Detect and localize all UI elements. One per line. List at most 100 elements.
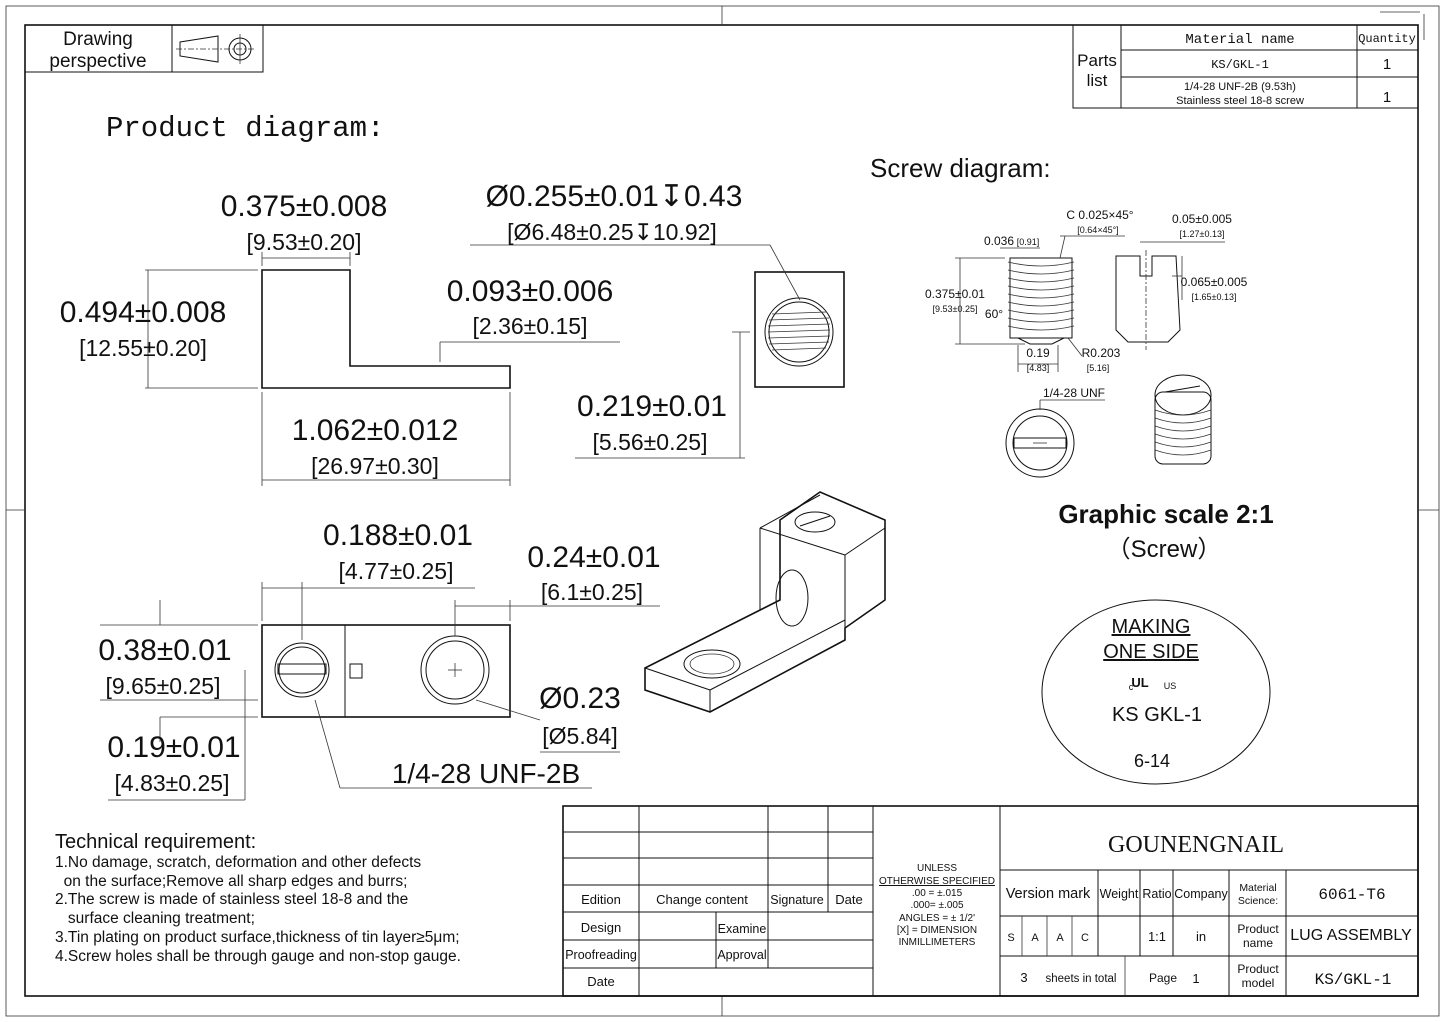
screw-dim-radius-mm: [5.16] <box>1087 363 1110 373</box>
ul-logo-icon: UL <box>1131 675 1148 690</box>
part-2-name-line2: Stainless steel 18-8 screw <box>1176 95 1304 107</box>
screw-dim-point-mm: [4.83] <box>1027 363 1050 373</box>
version-letter-3: A <box>1056 932 1064 944</box>
screw-dim-tip-mm: [0.91] <box>1017 237 1040 247</box>
tb-weight: Weight <box>1100 887 1139 901</box>
screw-side-view <box>955 235 1125 372</box>
parts-list-label-1: Parts <box>1077 51 1117 70</box>
lug-top-view <box>100 582 660 801</box>
tol-line-2: OTHERWISE SPECIFIED <box>879 876 995 887</box>
projection-symbol-icon <box>176 34 256 64</box>
tol-line-5: ANGLES = ± 1/2' <box>899 913 975 924</box>
dim-width-top-mm: [9.53±0.20] <box>247 229 362 255</box>
ul-c-mark: c <box>1129 682 1134 692</box>
tb-company: Company <box>1174 887 1228 901</box>
version-letter-1: S <box>1007 932 1014 944</box>
ul-us-mark: US <box>1164 681 1177 691</box>
tb-change-content: Change content <box>656 892 748 907</box>
tolerance-notes: UNLESS OTHERWISE SPECIFIED .00 = ±.015 .… <box>879 863 995 948</box>
tb-ratio: Ratio <box>1142 887 1171 901</box>
tb-sheets-label: sheets in total <box>1046 973 1117 985</box>
dim-width-top: 0.375±0.008 <box>221 190 388 223</box>
dim-thickness-mm: [2.36±0.15] <box>473 313 588 339</box>
screw-dim-point: 0.19 <box>1026 346 1050 360</box>
tol-line-4: .000= ±.005 <box>910 900 963 911</box>
screw-dim-chamfer-mm: [0.64×45°] <box>1077 225 1118 235</box>
dim-thread: 1/4-28 UNF-2B <box>392 758 580 789</box>
tb-material-science-2: Science: <box>1238 895 1278 907</box>
tb-ratio-value: 1:1 <box>1148 929 1166 944</box>
marking-line-2: ONE SIDE <box>1103 641 1199 663</box>
screw-dim-chamfer: C 0.025×45° <box>1066 208 1133 222</box>
tb-product-name-label-1: Product <box>1237 922 1279 936</box>
dim-base-half: 0.19±0.01 <box>107 731 240 764</box>
dim-thickness: 0.093±0.006 <box>447 275 614 308</box>
title-block <box>562 805 1419 997</box>
tb-sheets-count: 3 <box>1020 970 1027 985</box>
lug-isometric-view <box>644 491 886 713</box>
part-2-name-line1: 1/4-28 UNF-2B (9.53h) <box>1184 81 1296 93</box>
marking-model: KS GKL-1 <box>1112 704 1202 726</box>
tb-product-name: LUG ASSEMBLY <box>1290 927 1412 944</box>
dim-hole: Ø0.255±0.01↧0.43 <box>486 180 743 213</box>
screw-dim-length: 0.375±0.01 <box>925 287 985 301</box>
tb-page-value: 1 <box>1192 971 1199 986</box>
dim-hole-offset-mm: [6.1±0.25] <box>541 579 643 605</box>
tb-examine: Examine <box>718 922 767 936</box>
dim-base-width: 0.38±0.01 <box>98 634 231 667</box>
part-2-qty: 1 <box>1383 89 1391 106</box>
tb-product-model-label-1: Product <box>1237 962 1279 976</box>
part-1-name: KS/GKL-1 <box>1211 58 1269 72</box>
tb-material-science-1: Material <box>1239 882 1276 894</box>
dim-length-mm: [26.97±0.30] <box>311 453 439 479</box>
dim-screw-offset: 0.188±0.01 <box>323 519 473 552</box>
graphic-scale: Graphic scale 2:1 <box>1058 499 1273 529</box>
drawing-perspective-line2: perspective <box>49 51 146 72</box>
screw-dim-thread: 1/4-28 UNF <box>1043 386 1105 400</box>
marking-line-1: MAKING <box>1112 616 1191 638</box>
screw-dim-slot-w-mm: [1.27±0.13] <box>1180 229 1225 239</box>
technical-title: Technical requirement: <box>55 831 256 853</box>
tol-line-6: [X] = DIMENSION <box>897 925 977 936</box>
tb-version-mark: Version mark <box>1006 886 1091 902</box>
tb-company-value: in <box>1196 929 1206 944</box>
drawing-perspective-box: Drawing perspective <box>24 24 264 73</box>
screw-dim-slot-w: 0.05±0.005 <box>1172 212 1232 226</box>
drawing-perspective-line1: Drawing <box>63 29 133 50</box>
parts-list-table: Parts list Material name Quantity KS/GKL… <box>1072 24 1419 109</box>
col-material-name: Material name <box>1185 32 1294 48</box>
technical-line-2: on the surface;Remove all sharp edges an… <box>55 873 407 890</box>
tb-product-model: KS/GKL-1 <box>1315 971 1392 989</box>
dim-hole-offset: 0.24±0.01 <box>527 541 660 574</box>
screw-dim-radius: R0.203 <box>1082 346 1121 360</box>
outer-border <box>5 5 1440 1017</box>
screw-isometric-view <box>1154 374 1212 465</box>
version-letter-2: A <box>1031 932 1039 944</box>
lug-end-view <box>470 244 845 459</box>
dim-length: 1.062±0.012 <box>292 414 459 447</box>
tb-product-name-label-2: name <box>1243 936 1273 950</box>
technical-line-3: 2.The screw is made of stainless steel 1… <box>55 891 408 908</box>
company-name: GOUNENGNAIL <box>1108 832 1284 858</box>
dim-screw-offset-mm: [4.77±0.25] <box>339 558 454 584</box>
tb-proofreading: Proofreading <box>565 948 637 962</box>
tb-date: Date <box>835 892 862 907</box>
dim-base-half-mm: [4.83±0.25] <box>115 770 230 796</box>
marking-stamp: MAKING ONE SIDE c UL US KS GKL-1 6-14 <box>1041 599 1271 785</box>
tb-signature: Signature <box>770 893 824 907</box>
tol-line-1: UNLESS <box>917 863 957 874</box>
technical-line-1: 1.No damage, scratch, deformation and ot… <box>55 854 421 871</box>
screw-end-view <box>1005 399 1105 478</box>
screw-dim-tip: 0.036 <box>984 234 1014 248</box>
tb-material-value: 6061-T6 <box>1318 886 1385 904</box>
parts-list-label-2: list <box>1087 71 1108 90</box>
marking-range: 6-14 <box>1134 751 1170 771</box>
technical-line-5: 3.Tin plating on product surface,thickne… <box>55 929 460 946</box>
dim-mount-hole: Ø0.23 <box>539 682 621 715</box>
dim-hole-height: 0.219±0.01 <box>577 390 727 423</box>
tb-product-model-label-2: model <box>1242 976 1275 990</box>
dim-hole-mm: [Ø6.48±0.25↧10.92] <box>507 219 717 245</box>
screw-dim-length-mm: [9.53±0.25] <box>933 304 978 314</box>
screw-dim-slot-d-mm: [1.65±0.13] <box>1192 292 1237 302</box>
